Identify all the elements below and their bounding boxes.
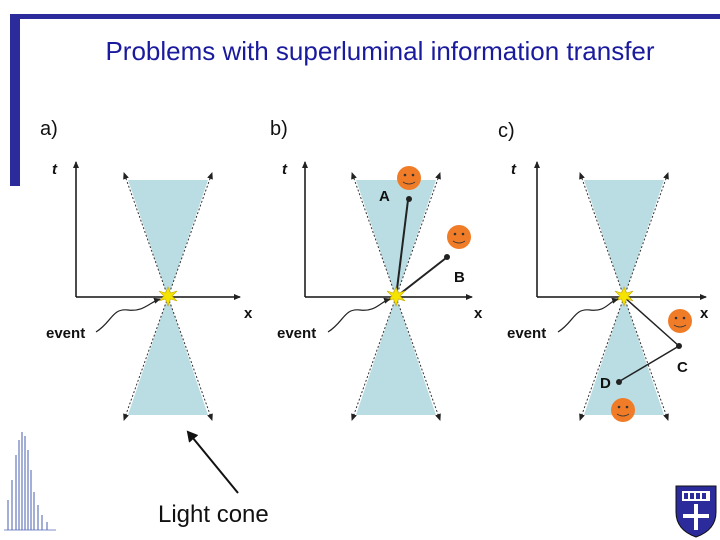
space-axis-label: x [244, 305, 253, 322]
light-cone-edge [579, 296, 625, 421]
light-cone-edge [167, 296, 213, 421]
light-cone-past [584, 297, 664, 415]
light-cone-edge [623, 172, 669, 298]
observer-face-icon [447, 225, 471, 249]
light-cone-edge [579, 172, 625, 298]
light-cone-edge [623, 296, 669, 421]
event-star [386, 286, 406, 307]
time-axis-label: t [511, 161, 517, 178]
light-cone-future [584, 180, 664, 297]
light-cone-past [128, 297, 208, 415]
signal-line [395, 199, 409, 298]
light-cone-past [356, 297, 436, 415]
observer-face-icon [668, 309, 692, 333]
light-cone-future [128, 180, 208, 297]
point-d-dot [616, 379, 622, 385]
light-cone-edge [167, 172, 213, 298]
event-pointer [95, 297, 161, 333]
panel-a: t x event [46, 161, 253, 421]
light-cone-edge [123, 296, 169, 421]
event-label: event [46, 325, 85, 342]
event-star [614, 286, 634, 307]
left-accent-bar [10, 14, 20, 186]
point-b-dot [444, 254, 450, 260]
event-pointer [327, 297, 391, 333]
space-axis-label: x [700, 305, 709, 322]
university-shield-icon [675, 485, 717, 538]
signal-line [395, 257, 447, 298]
time-axis-label: t [52, 161, 58, 178]
spike-plot-logo [4, 432, 56, 531]
time-axis-label: t [282, 161, 288, 178]
point-d-label: D [600, 375, 611, 392]
panel-a-label: a) [40, 118, 58, 140]
observer-face-icon [397, 166, 421, 190]
signal-line [619, 345, 680, 382]
light-cone-edge [395, 172, 441, 298]
point-a-label: A [379, 188, 390, 205]
panel-b-label: b) [270, 118, 288, 140]
light-cone-edge [351, 172, 397, 298]
signal-line [623, 296, 680, 347]
event-star [158, 286, 178, 307]
light-cone-edge [351, 296, 397, 421]
slide-title: Problems with superluminal information t… [105, 36, 655, 66]
light-cone-label: Light cone [158, 501, 269, 528]
point-c-label: C [677, 359, 688, 376]
light-cone-edge [395, 296, 441, 421]
event-pointer [557, 297, 619, 333]
panel-c-label: c) [498, 120, 515, 142]
point-a-dot [406, 196, 412, 202]
space-axis-label: x [474, 305, 483, 322]
panel-b: t x A B event [277, 161, 483, 421]
light-cone-pointer-arrow [186, 430, 239, 494]
point-b-label: B [454, 269, 465, 286]
observer-face-icon [611, 398, 635, 422]
event-label: event [277, 325, 316, 342]
event-label: event [507, 325, 546, 342]
top-accent-bar [10, 14, 720, 19]
light-cone-edge [123, 172, 169, 298]
light-cone-future [356, 180, 436, 297]
point-c-dot [676, 343, 682, 349]
panel-c: t x C D event [507, 161, 709, 422]
